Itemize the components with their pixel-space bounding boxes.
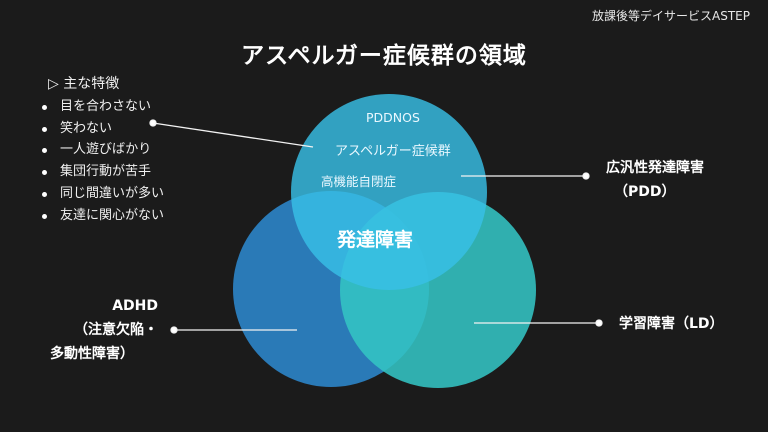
pdd-label-line2: （PDD） [614, 184, 676, 200]
adhd-label-line3: 多動性障害） [50, 346, 134, 362]
list-item: 友達に関心がない [41, 205, 164, 227]
connector-dot [582, 172, 590, 180]
top-circle-pdd [291, 94, 487, 290]
brand-label: 放課後等デイサービスASTEP [592, 9, 750, 23]
adhd-label-line1: ADHD [112, 298, 158, 314]
features-list: ▷ 主な特徴 目を合わさない 笑わない 一人遊びばかり 集団行動が苦手 同じ間違… [41, 74, 164, 227]
hfa-label: 高機能自閉症 [321, 174, 397, 189]
center-label: 発達障害 [337, 229, 414, 251]
features-heading: ▷ 主な特徴 [48, 76, 120, 92]
connector-dot [149, 119, 157, 127]
connector-dot [170, 326, 178, 334]
list-item: 一人遊びばかり [41, 139, 164, 161]
asperger-label: アスペルガー症候群 [335, 144, 451, 159]
pdd-label-line1: 広汎性発達障害 [606, 160, 704, 176]
connector-dot [595, 319, 603, 327]
adhd-label: ADHD （注意欠陥・ 多動性障害） [50, 294, 158, 366]
list-item: 集団行動が苦手 [41, 161, 164, 183]
list-item: 同じ間違いが多い [41, 183, 164, 205]
page-title: アスペルガー症候群の領域 [241, 43, 527, 69]
list-item: 笑わない [41, 118, 164, 140]
list-item: 目を合わさない [41, 96, 164, 118]
pdd-label: 広汎性発達障害 （PDD） [606, 156, 704, 204]
adhd-label-line2: （注意欠陥・ [74, 322, 158, 338]
pddnos-label: PDDNOS [366, 110, 420, 125]
ld-label: 学習障害（LD） [619, 316, 724, 332]
